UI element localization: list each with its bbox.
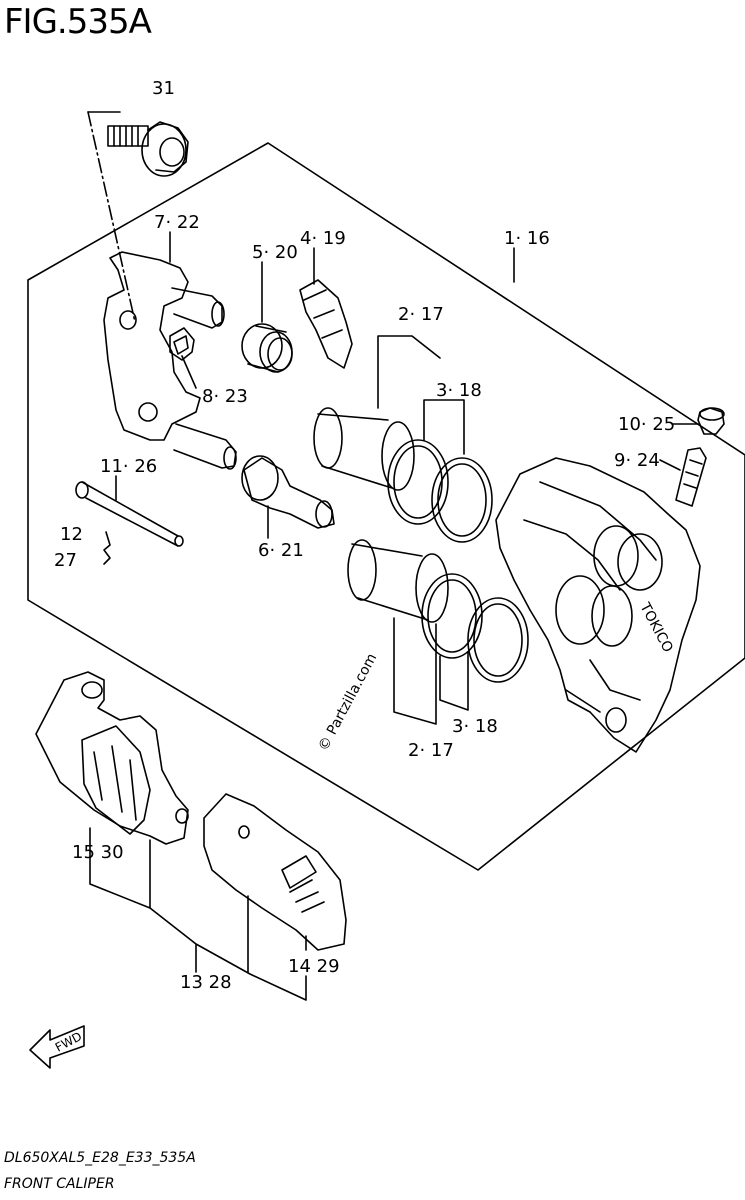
- leader-8-23: [181, 355, 197, 389]
- caliper-body: [495, 457, 701, 753]
- boot-6-21: [241, 455, 335, 529]
- seal-lower-1: [421, 573, 483, 659]
- pin-clip: [103, 531, 111, 565]
- leader-3-18-top: [423, 399, 465, 455]
- caliper-bracket: [103, 251, 237, 470]
- callout-5-20: 5· 20: [252, 242, 298, 263]
- callout-3-18-top: 3· 18: [436, 380, 482, 401]
- piston-upper: [313, 407, 415, 491]
- callout-6-21: 6· 21: [258, 540, 304, 561]
- callout-14-29: 14 29: [288, 956, 340, 977]
- pad-shim: [203, 793, 347, 951]
- callout-4-19: 4· 19: [300, 228, 346, 249]
- bleeder-cap: [697, 407, 725, 435]
- diagram-code: DL650XAL5_E28_E33_535A: [4, 1150, 196, 1166]
- diagram-name: FRONT CALIPER: [4, 1176, 115, 1192]
- callout-3-18-bot: 3· 18: [452, 716, 498, 737]
- callout-15-30: 15 30: [72, 842, 124, 863]
- brake-pad-front: [81, 725, 151, 835]
- leader-15-30: [89, 827, 151, 909]
- brake-pad-back: [35, 671, 189, 845]
- seal-lower-2: [467, 597, 529, 683]
- callout-11-26: 11· 26: [100, 456, 157, 477]
- callout-27: 27: [54, 550, 77, 571]
- callout-1-16: 1· 16: [504, 228, 550, 249]
- bolt-guide-line: [87, 111, 136, 323]
- pad-spring-clip: [169, 327, 195, 361]
- boot-5-20: [241, 323, 293, 373]
- callout-12: 12: [60, 524, 83, 545]
- callout-9-24: 9· 24: [614, 450, 660, 471]
- piston-lower: [347, 539, 449, 623]
- leader-9-24: [659, 459, 681, 471]
- callout-10-25: 10· 25: [618, 414, 675, 435]
- leader-2-17-top: [377, 335, 441, 409]
- figure-title: FIG.535A: [4, 2, 152, 42]
- fwd-arrow-icon: [29, 1025, 85, 1069]
- leader-3-18-bot: [439, 651, 469, 711]
- leader-13-28: [149, 907, 307, 1001]
- leader-14-29: [247, 895, 307, 973]
- bleeder-valve: [675, 447, 707, 507]
- pad-pin: [75, 481, 184, 547]
- callout-31: 31: [152, 78, 175, 99]
- callout-2-17-bot: 2· 17: [408, 740, 454, 761]
- callout-8-23: 8· 23: [202, 386, 248, 407]
- leader-2-17-bot: [393, 617, 437, 725]
- seal-upper-2: [431, 457, 493, 543]
- pad-spring: [299, 279, 353, 369]
- callout-7-22: 7· 22: [154, 212, 200, 233]
- bolt-31: [107, 121, 189, 177]
- callout-13-28: 13 28: [180, 972, 232, 993]
- assembly-outline: [27, 142, 745, 871]
- callout-2-17-top: 2· 17: [398, 304, 444, 325]
- caliper-brand-label: TOKICO: [636, 599, 676, 655]
- watermark: © Partzilla.com: [315, 651, 380, 754]
